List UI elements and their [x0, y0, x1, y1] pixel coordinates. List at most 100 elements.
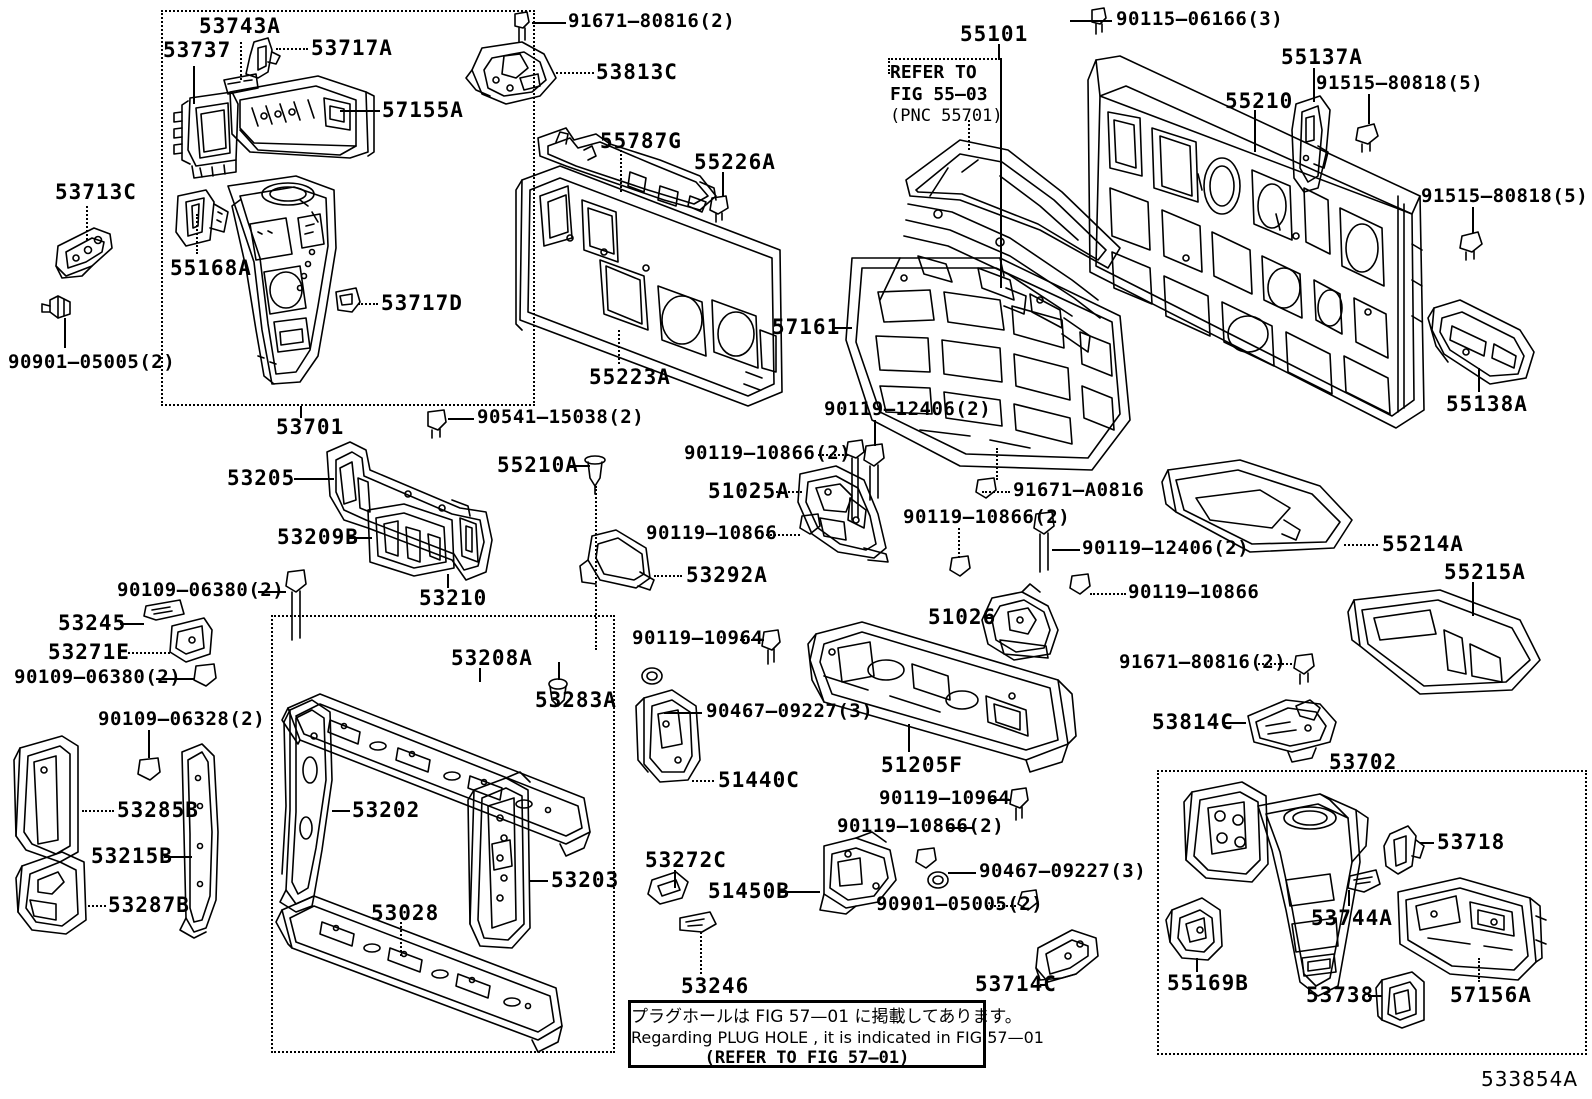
part-art-51026: [981, 583, 1059, 661]
refer-line-1: REFER TO: [890, 62, 977, 83]
part-label-53718[interactable]: 53718: [1437, 830, 1506, 854]
part-label-53743A[interactable]: 53743A: [199, 14, 281, 38]
part-label-55215A[interactable]: 55215A: [1444, 560, 1526, 584]
part-art-53287B: [15, 851, 87, 935]
part-label-53271E[interactable]: 53271E: [48, 640, 130, 664]
part-label-55169B[interactable]: 55169B: [1167, 971, 1249, 995]
part-label-53738[interactable]: 53738: [1306, 983, 1375, 1007]
part-art-51025A: [797, 465, 889, 563]
part-label-55210A[interactable]: 55210A: [497, 453, 579, 477]
part-label-53292A[interactable]: 53292A: [686, 563, 768, 587]
part-label-55168A[interactable]: 55168A: [170, 256, 252, 280]
part-label-90119-10964-a[interactable]: 90119–10964: [632, 627, 764, 649]
part-label-91671-A0816[interactable]: 91671–A0816: [1013, 479, 1145, 501]
part-label-55226A[interactable]: 55226A: [694, 150, 776, 174]
part-label-51450B[interactable]: 51450B: [708, 879, 790, 903]
part-label-90119-10964-b[interactable]: 90119–10964: [879, 787, 1011, 809]
part-label-90119-10866(2)-a[interactable]: 90119–10866(2): [684, 442, 852, 464]
part-label-90467-09227(3)-a[interactable]: 90467–09227(3): [706, 700, 874, 722]
part-label-90119-10866(2)-c[interactable]: 90119–10866(2): [837, 815, 1005, 837]
part-label-57155A[interactable]: 57155A: [382, 98, 464, 122]
part-art-51450B: [819, 831, 897, 915]
part-label-53215B[interactable]: 53215B: [91, 844, 173, 868]
part-art-bolt-91515-80818-a: [1355, 123, 1379, 153]
group-box-53702: [1157, 770, 1587, 1055]
part-label-90119-12406(2)-b[interactable]: 90119–12406(2): [1082, 537, 1250, 559]
part-label-51025A[interactable]: 51025A: [708, 479, 790, 503]
part-label-53203[interactable]: 53203: [551, 868, 620, 892]
part-label-90119-10866(2)-b[interactable]: 90119–10866(2): [903, 506, 1071, 528]
part-art-bolt-90109-06380-b: [193, 663, 217, 687]
part-label-53272C[interactable]: 53272C: [645, 848, 727, 872]
part-label-55101[interactable]: 55101: [960, 22, 1029, 46]
part-label-53245[interactable]: 53245: [58, 611, 127, 635]
part-art-53292A: [579, 529, 655, 591]
part-label-53209B[interactable]: 53209B: [277, 525, 359, 549]
refer-line-2: FIG 55—03: [890, 83, 988, 105]
part-label-53702[interactable]: 53702: [1329, 750, 1398, 774]
part-label-90109-06328(2)[interactable]: 90109–06328(2): [98, 708, 266, 730]
part-label-90119-10866-a[interactable]: 90119–10866: [646, 522, 778, 544]
part-label-53287B[interactable]: 53287B: [108, 893, 190, 917]
part-label-55787G[interactable]: 55787G: [600, 129, 682, 153]
part-label-90109-06380(2)-a[interactable]: 90109–06380(2): [117, 579, 285, 601]
part-label-53737[interactable]: 53737: [163, 38, 232, 62]
part-art-53814C: [1247, 699, 1337, 763]
part-art-bolt-91671-80816-b: [1293, 653, 1315, 685]
part-art-bolt-90119-10866-b: [799, 513, 821, 535]
part-art-bolt-90119-10866-c: [949, 555, 971, 577]
part-label-53717A[interactable]: 53717A: [311, 36, 393, 60]
part-label-53210[interactable]: 53210: [419, 586, 488, 610]
part-label-53285B[interactable]: 53285B: [117, 798, 199, 822]
part-art-bolt-90109-06328: [137, 757, 161, 781]
part-label-55210[interactable]: 55210: [1225, 89, 1294, 113]
part-art-53209B: [367, 503, 455, 577]
part-label-90115-06166(3)[interactable]: 90115–06166(3): [1116, 8, 1284, 30]
part-label-90901-05005(2)[interactable]: 90901–05005(2): [8, 351, 176, 373]
part-label-53701[interactable]: 53701: [276, 415, 345, 439]
part-label-55223A[interactable]: 55223A: [589, 365, 671, 389]
part-art-53208A: [281, 693, 591, 857]
part-label-53814C[interactable]: 53814C: [1152, 710, 1234, 734]
part-label-51440C[interactable]: 51440C: [718, 768, 800, 792]
part-art-57155A: [229, 75, 375, 159]
part-label-53283A[interactable]: 53283A: [535, 688, 617, 712]
part-label-55138A[interactable]: 55138A: [1446, 392, 1528, 416]
part-label-53028[interactable]: 53028: [371, 901, 440, 925]
part-label-90109-06380(2)-b[interactable]: 90109–06380(2): [14, 666, 182, 688]
part-art-bolt-90119-10964-b: [1009, 787, 1029, 821]
part-art-55138A: [1427, 299, 1535, 385]
sheet-code: 533854A: [1480, 1067, 1578, 1091]
part-label-90467-09227(3)-b[interactable]: 90467–09227(3): [979, 860, 1147, 882]
part-art-55226A-clip: [709, 195, 729, 223]
part-label-53208A[interactable]: 53208A: [451, 646, 533, 670]
part-label-90119-12406(2)-a[interactable]: 90119–12406(2): [824, 398, 992, 420]
part-label-55137A[interactable]: 55137A: [1281, 45, 1363, 69]
part-label-51026[interactable]: 51026: [928, 605, 997, 629]
part-art-55787G: [537, 127, 717, 213]
part-art-55168A: [175, 189, 229, 247]
part-label-91671-80816(2)[interactable]: 91671–80816(2): [568, 10, 736, 32]
part-art-51205F: [807, 621, 1077, 773]
part-label-90541-15038(2)[interactable]: 90541–15038(2): [477, 406, 645, 428]
part-label-53246[interactable]: 53246: [681, 974, 750, 998]
part-label-53714C[interactable]: 53714C: [975, 972, 1057, 996]
part-label-53744A[interactable]: 53744A: [1311, 906, 1393, 930]
part-label-53813C[interactable]: 53813C: [596, 60, 678, 84]
part-label-57156A[interactable]: 57156A: [1450, 983, 1532, 1007]
part-label-53202[interactable]: 53202: [352, 798, 421, 822]
part-label-91671-80816(2)-b[interactable]: 91671–80816(2): [1119, 651, 1287, 673]
part-label-55214A[interactable]: 55214A: [1382, 532, 1464, 556]
part-label-53205[interactable]: 53205: [227, 466, 296, 490]
part-label-53713C[interactable]: 53713C: [55, 180, 137, 204]
part-art-bolt-90119-10964-a: [761, 629, 781, 665]
part-label-51205F[interactable]: 51205F: [881, 753, 963, 777]
part-label-91515-80818(5)-upper[interactable]: 91515–80818(5): [1316, 72, 1484, 94]
part-label-90901-05005(2)-b[interactable]: 90901–05005(2): [876, 893, 1044, 915]
part-label-53717D[interactable]: 53717D: [381, 291, 463, 315]
part-art-53702-panel: [1257, 793, 1369, 997]
part-label-91515-80818(5)-lower[interactable]: 91515–80818(5): [1421, 185, 1589, 207]
part-label-90119-10866-b[interactable]: 90119–10866: [1128, 581, 1260, 603]
part-label-57161[interactable]: 57161: [772, 315, 841, 339]
part-art-53215B: [179, 743, 219, 939]
